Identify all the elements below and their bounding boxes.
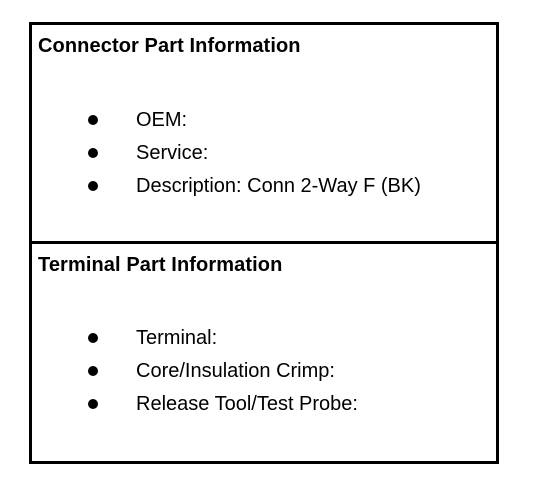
connector-item-label: Service:	[136, 142, 209, 164]
bullet-icon	[88, 181, 98, 191]
terminal-item-label: Core/Insulation Crimp:	[136, 360, 335, 382]
terminal-section-title: Terminal Part Information	[38, 254, 283, 276]
connector-item-label: Description: Conn 2-Way F (BK)	[136, 175, 421, 197]
bullet-icon	[88, 333, 98, 343]
connector-part-section: Connector Part Information OEM: Service:…	[32, 25, 496, 244]
connector-item-label: OEM:	[136, 109, 188, 131]
terminal-part-section: Terminal Part Information Terminal: Core…	[32, 244, 496, 461]
bullet-icon	[88, 399, 98, 409]
terminal-item-label: Terminal:	[136, 327, 218, 349]
bullet-icon	[88, 148, 98, 158]
terminal-item-label: Release Tool/Test Probe:	[136, 393, 358, 415]
part-information-table: Connector Part Information OEM: Service:…	[29, 22, 499, 464]
connector-section-title: Connector Part Information	[38, 35, 301, 57]
bullet-icon	[88, 366, 98, 376]
bullet-icon	[88, 115, 98, 125]
